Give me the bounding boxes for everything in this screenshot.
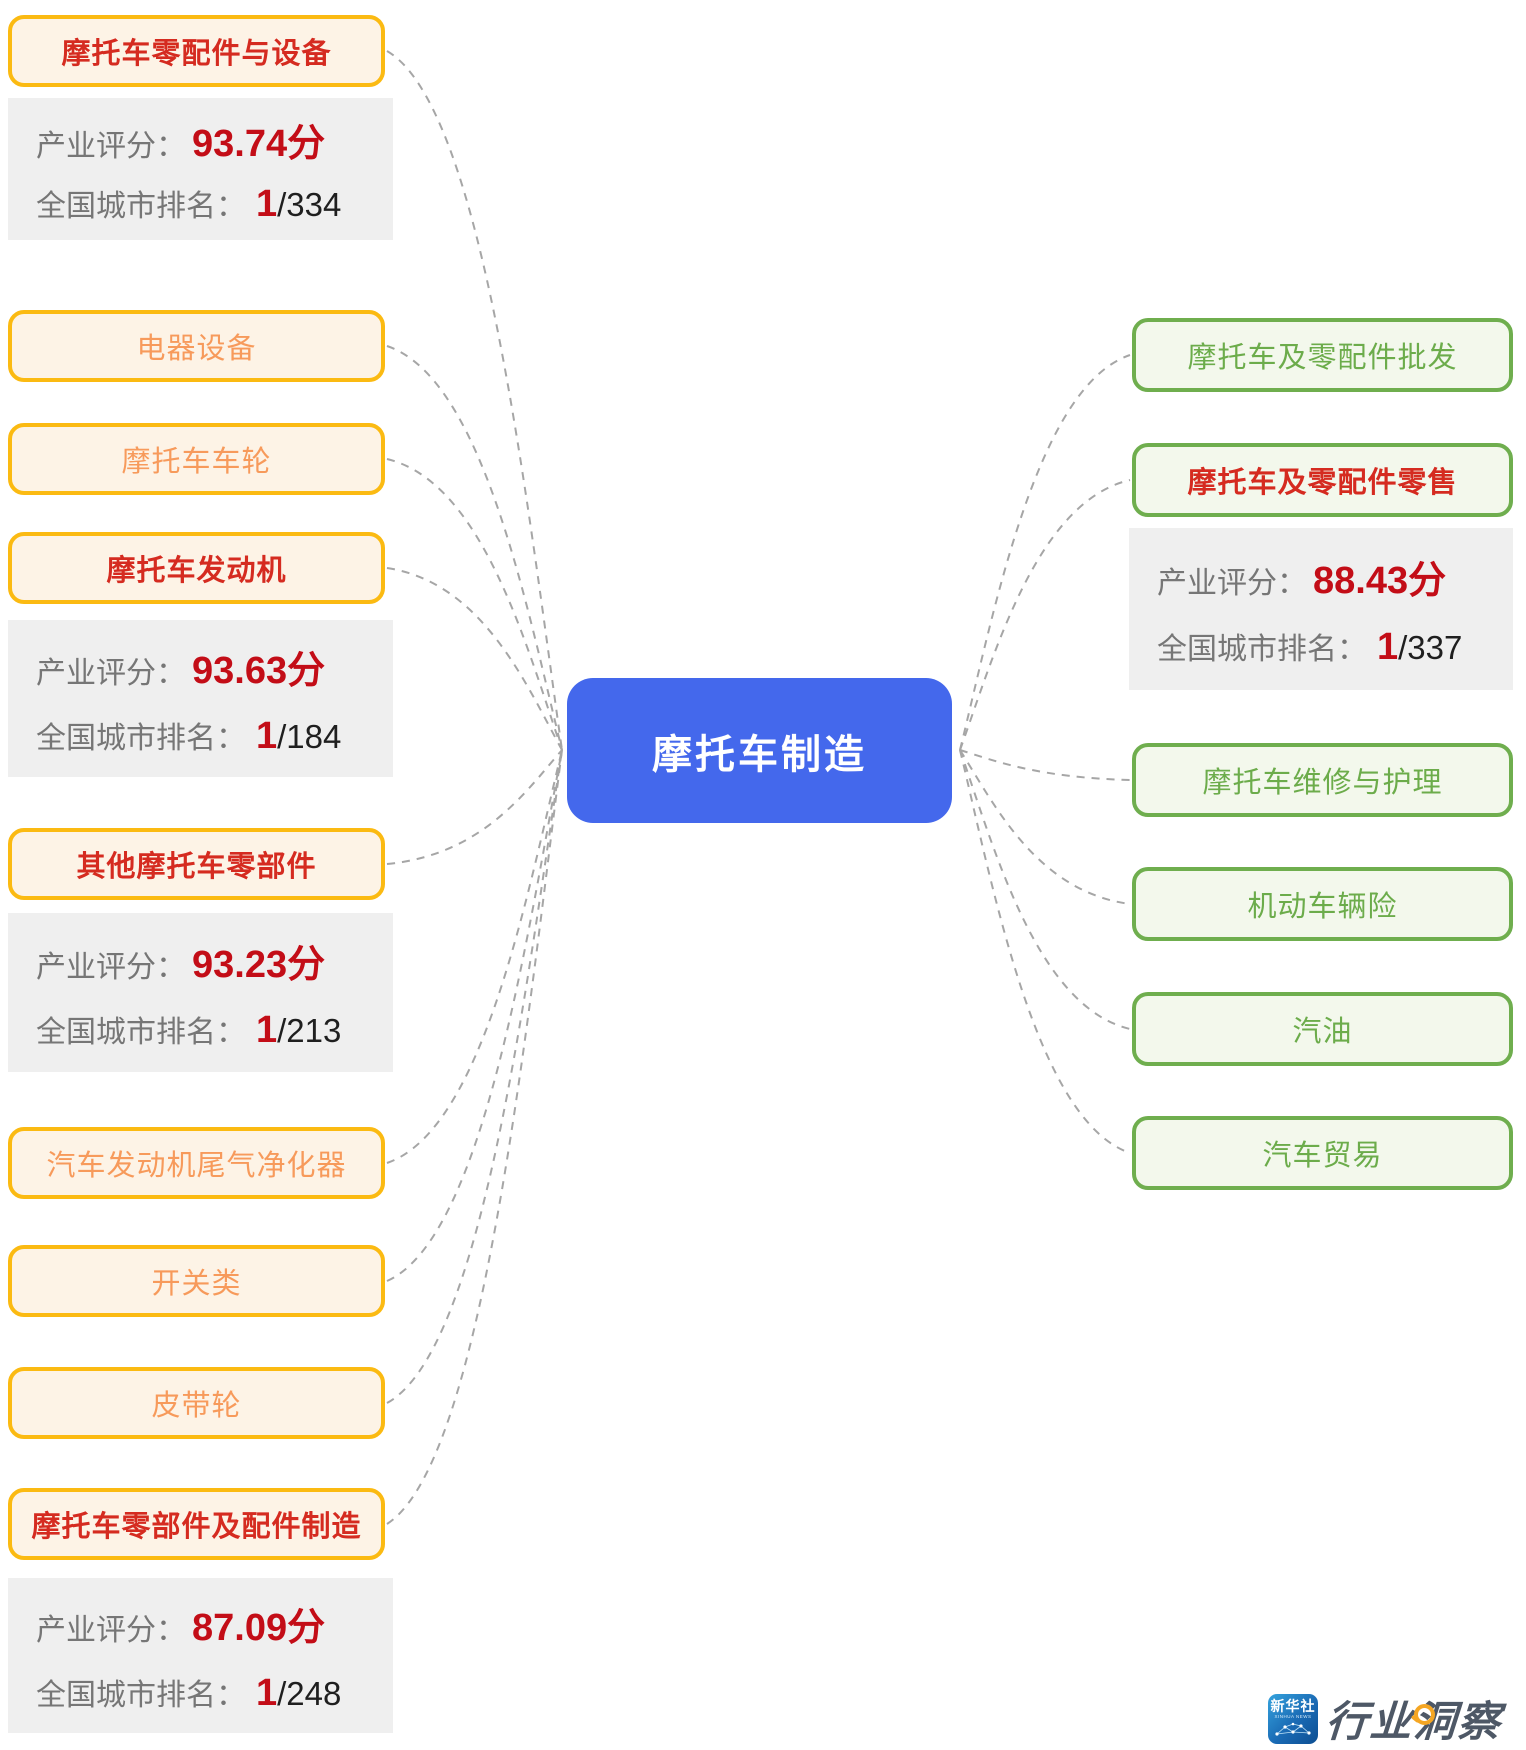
rank-row: 全国城市排名： 1 /248: [36, 1670, 393, 1715]
rank-label: 全国城市排名：: [36, 1016, 246, 1050]
rank-row: 全国城市排名： 1 /337: [1157, 624, 1513, 669]
center-node-label: 摩托车制造: [652, 732, 867, 777]
rank-value: 1: [256, 1671, 278, 1714]
score-row: 产业评分： 87.09分: [36, 1596, 393, 1651]
score-row: 产业评分： 88.43分: [1157, 549, 1513, 604]
rank-total: /248: [277, 1674, 342, 1712]
rank-label: 全国城市排名：: [36, 190, 246, 223]
node-label: 摩托车零配件与设备: [61, 38, 332, 70]
score-value: 88.43分: [1313, 559, 1447, 602]
stats-panel-other-motorcycle-parts: 产业评分： 93.23分 全国城市排名： 1 /213: [8, 913, 393, 1072]
node-label: 机动车辆险: [1247, 891, 1398, 923]
xinhua-news-icon: 新华社 XINHUA NEWS: [1268, 1693, 1318, 1744]
node-motor-vehicle-insurance[interactable]: 机动车辆险: [1132, 867, 1513, 941]
node-label: 摩托车维修与护理: [1202, 767, 1443, 799]
magnifier-icon: [1414, 1704, 1435, 1725]
node-exhaust-purifier[interactable]: 汽车发动机尾气净化器: [8, 1127, 385, 1199]
rank-total: /334: [277, 186, 342, 223]
rank-value: 1: [256, 183, 278, 225]
rank-label: 全国城市排名：: [36, 722, 246, 755]
xinhua-icon-title: 新华社: [1270, 1697, 1316, 1714]
node-motorcycle-parts-and-equipment[interactable]: 摩托车零配件与设备: [8, 15, 385, 87]
rank-value: 1: [256, 1009, 278, 1052]
xinhua-icon-subtitle: XINHUA NEWS: [1274, 1713, 1312, 1719]
stats-panel-motorcycle-engine: 产业评分： 93.63分 全国城市排名： 1 /184: [8, 620, 393, 777]
score-row: 产业评分： 93.63分: [36, 639, 393, 694]
score-value: 93.74分: [192, 123, 326, 165]
rank-row: 全国城市排名： 1 /213: [36, 1007, 393, 1052]
score-value: 93.23分: [192, 943, 326, 986]
rank-label: 全国城市排名：: [36, 1678, 246, 1712]
score-row: 产业评分： 93.74分: [36, 112, 393, 167]
node-belt-pulley[interactable]: 皮带轮: [8, 1367, 385, 1439]
node-electrical-equipment[interactable]: 电器设备: [8, 310, 385, 382]
score-label: 产业评分：: [36, 657, 186, 690]
node-motorcycle-repair-care[interactable]: 摩托车维修与护理: [1132, 743, 1513, 817]
score-label: 产业评分：: [36, 130, 186, 163]
score-label: 产业评分：: [36, 1614, 186, 1648]
node-label: 摩托车发动机: [106, 555, 287, 587]
node-gasoline[interactable]: 汽油: [1132, 992, 1513, 1066]
stats-panel-motorcycle-parts-retail: 产业评分： 88.43分 全国城市排名： 1 /337: [1129, 528, 1513, 690]
node-label: 汽车贸易: [1262, 1140, 1383, 1172]
node-auto-trade[interactable]: 汽车贸易: [1132, 1116, 1513, 1190]
rank-value: 1: [256, 715, 278, 757]
rank-label: 全国城市排名：: [1157, 633, 1367, 667]
node-motorcycle-wheels[interactable]: 摩托车车轮: [8, 423, 385, 495]
node-label: 摩托车及零配件零售: [1187, 467, 1458, 499]
node-motorcycle-parts-wholesale[interactable]: 摩托车及零配件批发: [1132, 318, 1513, 392]
score-label: 产业评分：: [1157, 566, 1307, 600]
node-label: 摩托车零部件及配件制造: [31, 1511, 362, 1543]
rank-value: 1: [1377, 626, 1399, 669]
node-label: 其他摩托车零部件: [76, 851, 317, 883]
node-other-motorcycle-parts[interactable]: 其他摩托车零部件: [8, 828, 385, 900]
node-label: 电器设备: [136, 333, 257, 365]
score-row: 产业评分： 93.23分: [36, 933, 393, 988]
rank-row: 全国城市排名： 1 /334: [36, 181, 393, 226]
score-value: 93.63分: [192, 650, 326, 692]
node-label: 汽车发动机尾气净化器: [46, 1150, 347, 1182]
rank-row: 全国城市排名： 1 /184: [36, 713, 393, 758]
node-label: 开关类: [151, 1268, 242, 1300]
node-label: 皮带轮: [151, 1390, 242, 1422]
node-label: 摩托车车轮: [121, 446, 272, 478]
rank-total: /213: [277, 1012, 342, 1050]
network-pattern-icon: [1275, 1722, 1311, 1736]
score-value: 87.09分: [192, 1607, 326, 1650]
rank-total: /337: [1398, 629, 1463, 667]
node-label: 摩托车及零配件批发: [1187, 342, 1458, 374]
stats-panel-motorcycle-parts-and-equipment: 产业评分： 93.74分 全国城市排名： 1 /334: [8, 98, 393, 240]
score-label: 产业评分：: [36, 950, 186, 984]
node-motorcycle-manufacturing-center[interactable]: 摩托车制造: [567, 678, 952, 823]
node-motorcycle-parts-manufacturing[interactable]: 摩托车零部件及配件制造: [8, 1488, 385, 1560]
xinhua-industry-insight-logo: 新华社 XINHUA NEWS 行业洞察: [1268, 1688, 1503, 1749]
node-switches[interactable]: 开关类: [8, 1245, 385, 1317]
node-motorcycle-parts-retail[interactable]: 摩托车及零配件零售: [1132, 443, 1513, 517]
node-label: 汽油: [1292, 1016, 1353, 1048]
rank-total: /184: [277, 718, 342, 755]
node-motorcycle-engine[interactable]: 摩托车发动机: [8, 532, 385, 604]
stats-panel-motorcycle-parts-manufacturing: 产业评分： 87.09分 全国城市排名： 1 /248: [8, 1578, 393, 1733]
